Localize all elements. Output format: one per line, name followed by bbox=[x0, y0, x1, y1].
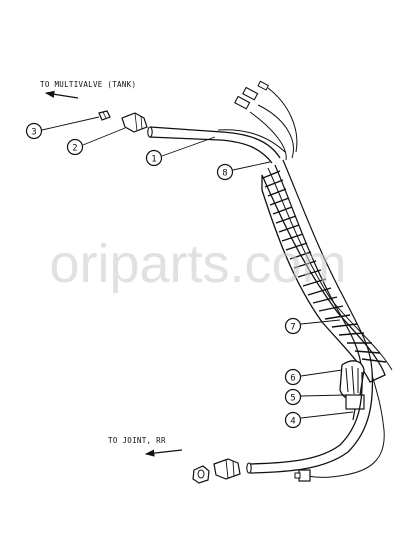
svg-text:2: 2 bbox=[72, 144, 77, 154]
label-to-joint: TO JOINT, RR bbox=[108, 436, 166, 445]
callout-6: 6 bbox=[284, 368, 343, 386]
corrugation-ridges bbox=[262, 170, 387, 363]
pipe-lower bbox=[246, 369, 374, 474]
callout-5: 5 bbox=[284, 388, 347, 406]
svg-text:7: 7 bbox=[290, 323, 295, 333]
callout-2: 2 bbox=[66, 127, 126, 156]
svg-text:8: 8 bbox=[222, 169, 227, 179]
arrow-to-joint bbox=[144, 449, 183, 457]
svg-text:5: 5 bbox=[290, 394, 295, 404]
callout-4: 4 bbox=[284, 411, 354, 429]
callout-1: 1 bbox=[145, 136, 216, 167]
wire-lead-lower bbox=[294, 429, 385, 482]
arrow-to-multivalve bbox=[44, 90, 79, 99]
direction-to-joint: TO JOINT, RR bbox=[108, 436, 183, 457]
part-4-5-6-clamp-assembly bbox=[339, 360, 385, 431]
lower-fitting bbox=[213, 458, 241, 480]
svg-text:3: 3 bbox=[31, 128, 36, 138]
connector-terminal-a bbox=[242, 80, 270, 101]
part-2-fitting bbox=[121, 112, 148, 133]
wire-leads-upper bbox=[234, 80, 298, 161]
part-7-corrugated-tube bbox=[261, 167, 393, 383]
lower-nut bbox=[192, 465, 210, 484]
callout-3: 3 bbox=[25, 116, 100, 140]
part-1-pipe-upper bbox=[147, 126, 286, 164]
watermark-text: oriparts.com bbox=[49, 234, 346, 294]
connector-terminal-b bbox=[234, 95, 251, 110]
direction-to-multivalve: TO MULTIVALVE (TANK) bbox=[40, 80, 136, 99]
inner-pipe-middle bbox=[274, 159, 373, 373]
part-3-nut bbox=[98, 110, 111, 121]
callout-8: 8 bbox=[216, 161, 271, 181]
svg-text:4: 4 bbox=[290, 417, 295, 427]
label-to-multivalve: TO MULTIVALVE (TANK) bbox=[40, 80, 136, 89]
svg-text:6: 6 bbox=[290, 374, 295, 384]
connector-terminal-lower bbox=[298, 469, 311, 482]
svg-text:1: 1 bbox=[151, 155, 156, 165]
callout-7: 7 bbox=[284, 317, 341, 335]
